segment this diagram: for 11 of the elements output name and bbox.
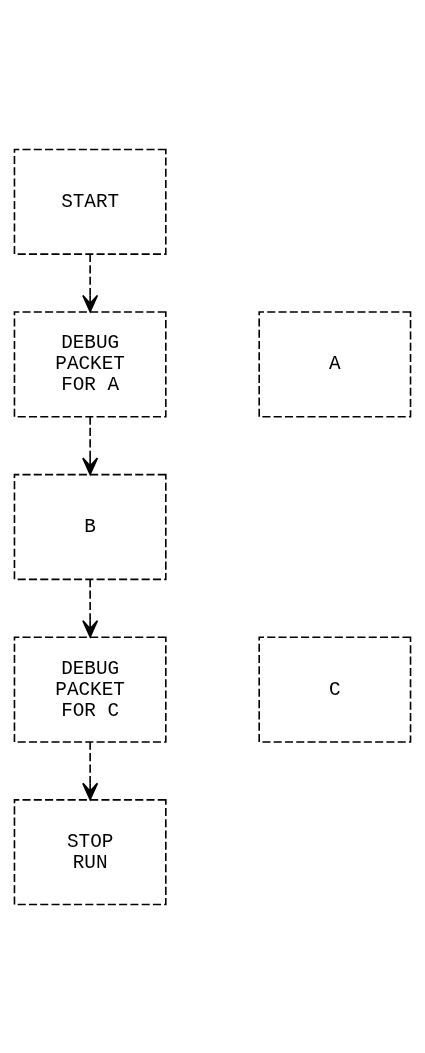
arrow bbox=[82, 415, 99, 475]
arrow bbox=[82, 578, 99, 638]
node-box: DEBUG PACKET FOR A bbox=[13, 310, 167, 417]
node-box: START bbox=[13, 148, 167, 255]
arrow bbox=[82, 252, 99, 312]
node-box: DEBUG PACKET FOR C bbox=[13, 636, 167, 743]
node-box: C bbox=[258, 636, 412, 743]
arrow bbox=[82, 740, 99, 800]
node-box: B bbox=[13, 473, 167, 580]
node-box: STOP RUN bbox=[13, 798, 167, 905]
node-box: A bbox=[258, 310, 412, 417]
